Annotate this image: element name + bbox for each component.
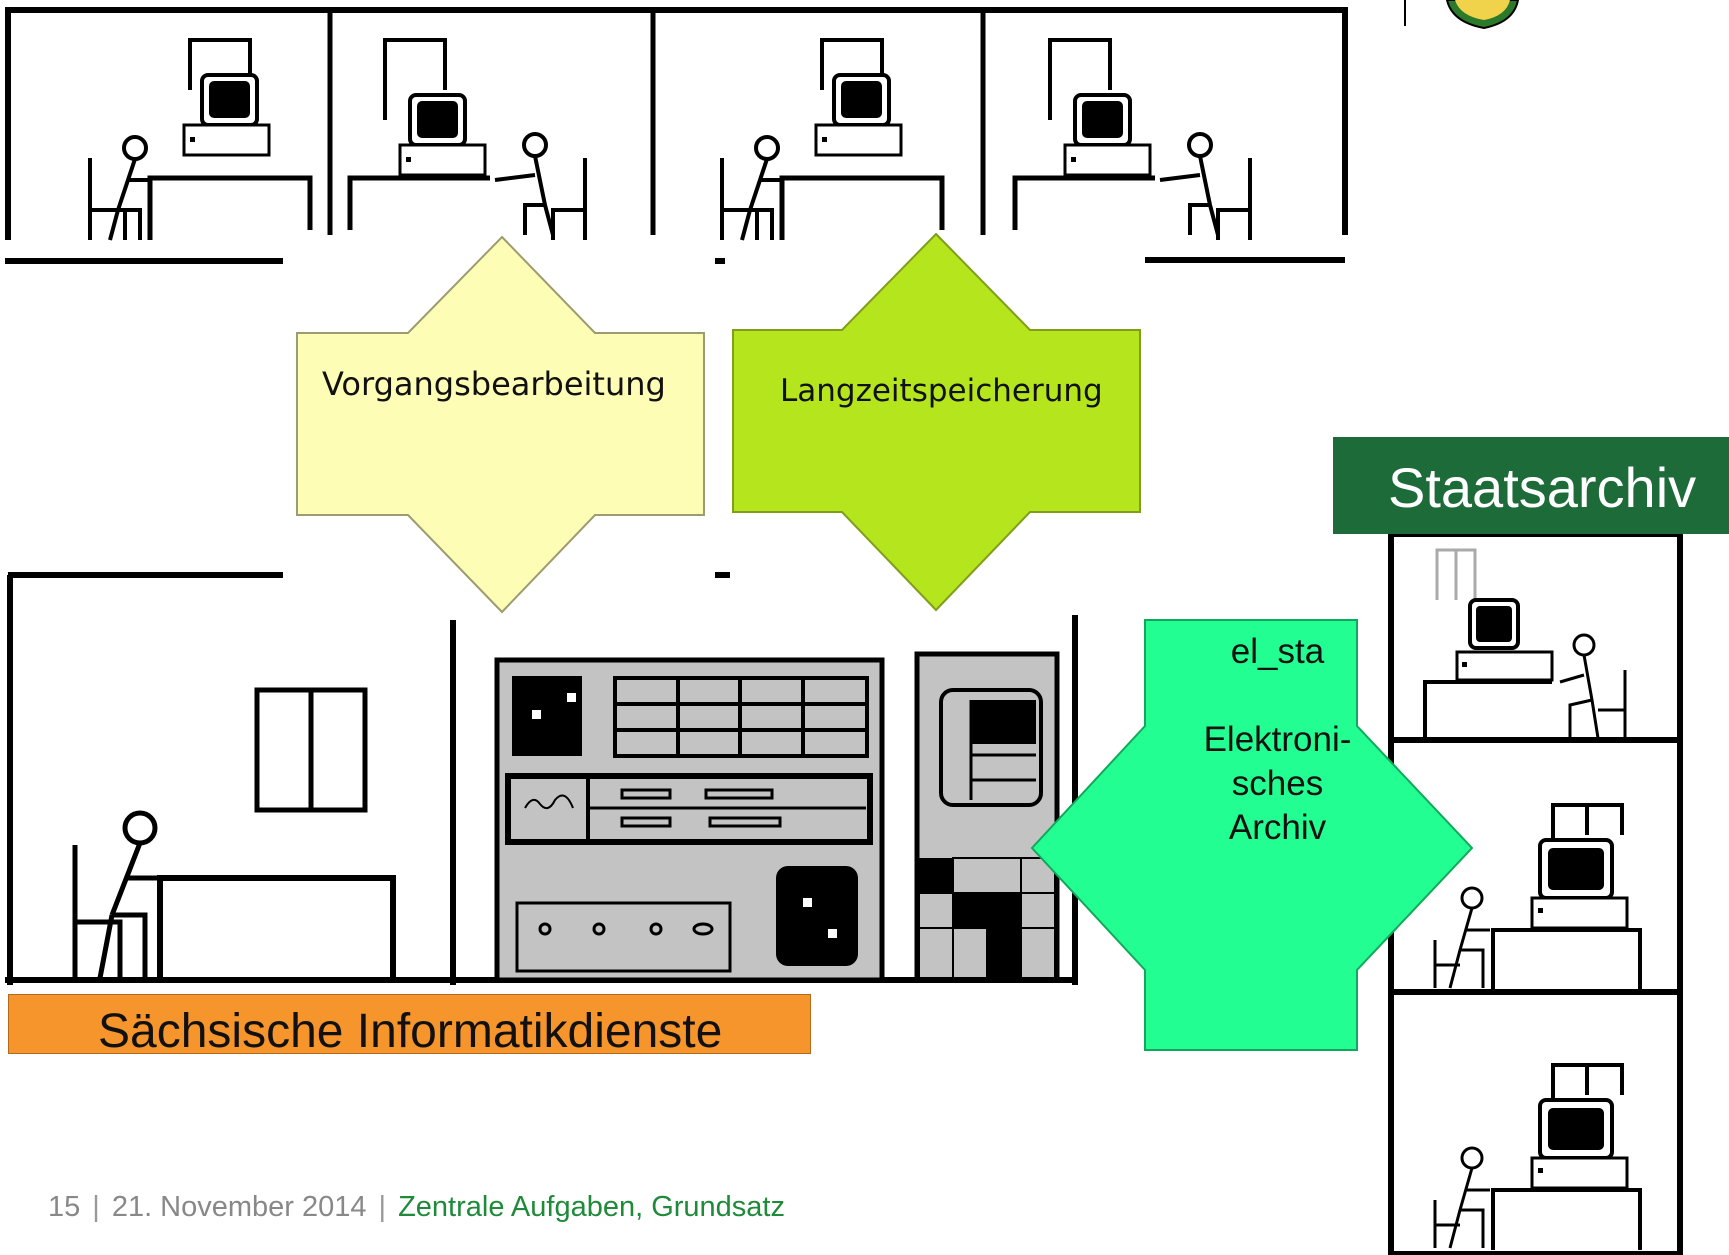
storage-arrow: [732, 232, 1141, 612]
archive-system-label: el_sta Elektroni- sches Archiv: [1181, 630, 1374, 850]
provider-bar: [8, 994, 811, 1054]
archive-header: [1333, 437, 1729, 534]
process-arrow: [296, 235, 705, 614]
state-coat-of-arms-icon: [1404, 0, 1520, 30]
server-cabinet: [494, 657, 885, 983]
workstation-2: [350, 40, 585, 240]
workstation-1: [90, 40, 310, 240]
footer-separator: |: [92, 1191, 100, 1223]
provider-label: Sächsische Informatikdienste: [98, 1005, 723, 1058]
office-floor-top: [5, 7, 1348, 264]
workstation-4: [1015, 40, 1250, 240]
footer-separator: |: [378, 1191, 387, 1223]
footer-date: 21. November 2014: [111, 1191, 367, 1223]
archive-arrow: [1030, 619, 1474, 1051]
archive-system-name: el_sta: [1230, 632, 1325, 671]
archive-system-desc-line1: Elektroni-: [1203, 720, 1352, 759]
footer: 15 | 21. November 2014 | Zentrale Aufgaben, …: [48, 1191, 785, 1224]
archive-system-desc-line2: sches: [1231, 764, 1324, 803]
footer-topic: Zentrale Aufgaben, Grundsatz: [398, 1191, 785, 1223]
workstation-3: [722, 40, 942, 240]
archive-header-title: Staatsarchiv: [1388, 456, 1697, 519]
archive-system-desc-line3: Archiv: [1228, 808, 1327, 847]
data-center-floor: [5, 572, 1078, 985]
storage-unit: [914, 651, 1060, 982]
process-arrow-label: Vorgangsbearbeitung: [322, 365, 666, 403]
office-worker-icon: [72, 810, 396, 980]
page-number: 15: [48, 1191, 81, 1223]
staatsarchiv-building: [1388, 531, 1683, 1255]
storage-arrow-label: Langzeitspeicherung: [780, 373, 1103, 409]
